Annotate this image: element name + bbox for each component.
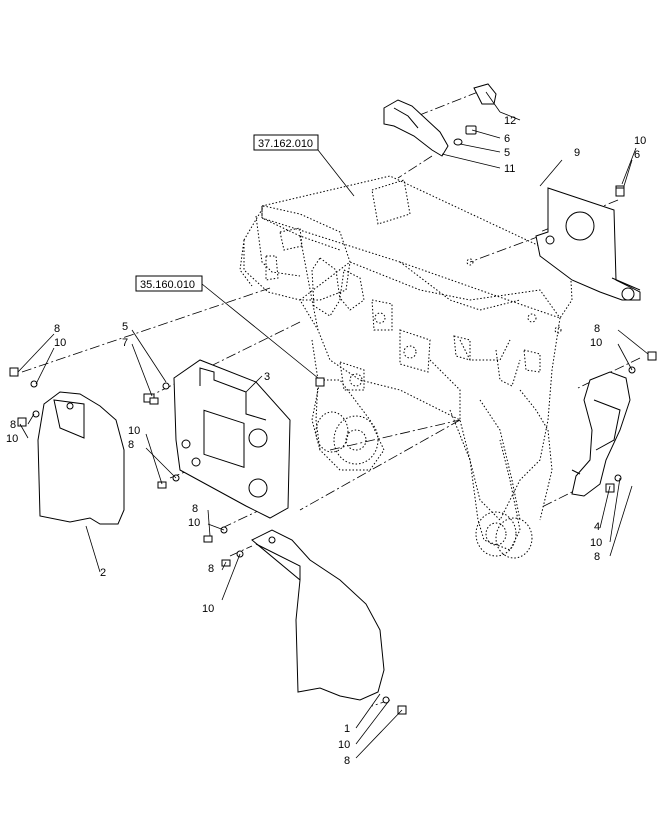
callout-8: 8 [128, 439, 134, 451]
callout-10: 10 [590, 337, 602, 349]
callout-10: 10 [202, 603, 214, 615]
callout-3: 3 [264, 371, 270, 383]
main-frame [239, 175, 573, 559]
reference-label-a: 37.162.010 [258, 138, 313, 150]
hardware-bolts [149, 187, 625, 567]
callout-12: 12 [504, 115, 516, 127]
right-plate-part-9 [535, 185, 641, 301]
callout-2: 2 [100, 567, 106, 579]
callout-8: 8 [192, 503, 198, 515]
callout-11: 11 [504, 163, 515, 175]
callout-8: 8 [594, 323, 600, 335]
leader-lines [17, 91, 649, 759]
callout-4: 4 [594, 521, 600, 533]
reference-label-b: 35.160.010 [140, 279, 195, 291]
callout-8: 8 [10, 419, 16, 431]
right-bracket-part-4 [571, 351, 657, 497]
reference-box-35-160-010[interactable]: 35.160.010 [135, 275, 203, 292]
left-shield-part-2 [9, 367, 125, 525]
callout-10: 10 [188, 517, 200, 529]
callout-9: 9 [574, 147, 580, 159]
callout-10: 10 [590, 537, 602, 549]
callout-5: 5 [504, 147, 510, 159]
callout-10: 10 [338, 739, 350, 751]
bottom-shield-part-1 [251, 529, 407, 715]
callout-5: 5 [122, 321, 128, 333]
callout-8: 8 [208, 563, 214, 575]
callout-6: 6 [634, 149, 640, 161]
callout-7: 7 [122, 337, 128, 349]
callout-10: 10 [128, 425, 140, 437]
callout-10: 10 [54, 337, 66, 349]
callout-8: 8 [54, 323, 60, 335]
reference-box-37-162-010[interactable]: 37.162.010 [253, 134, 319, 151]
callout-10: 10 [634, 135, 646, 147]
top-bracket-assembly [383, 83, 497, 157]
callout-8: 8 [594, 551, 600, 563]
callout-labels: 12 6 5 11 9 10 6 8 10 5 7 3 8 10 10 8 8 … [6, 115, 646, 767]
center-plate-part-3 [143, 359, 291, 519]
callout-10: 10 [6, 433, 18, 445]
callout-8: 8 [344, 755, 350, 767]
callout-1: 1 [344, 723, 350, 735]
callout-6: 6 [504, 133, 510, 145]
